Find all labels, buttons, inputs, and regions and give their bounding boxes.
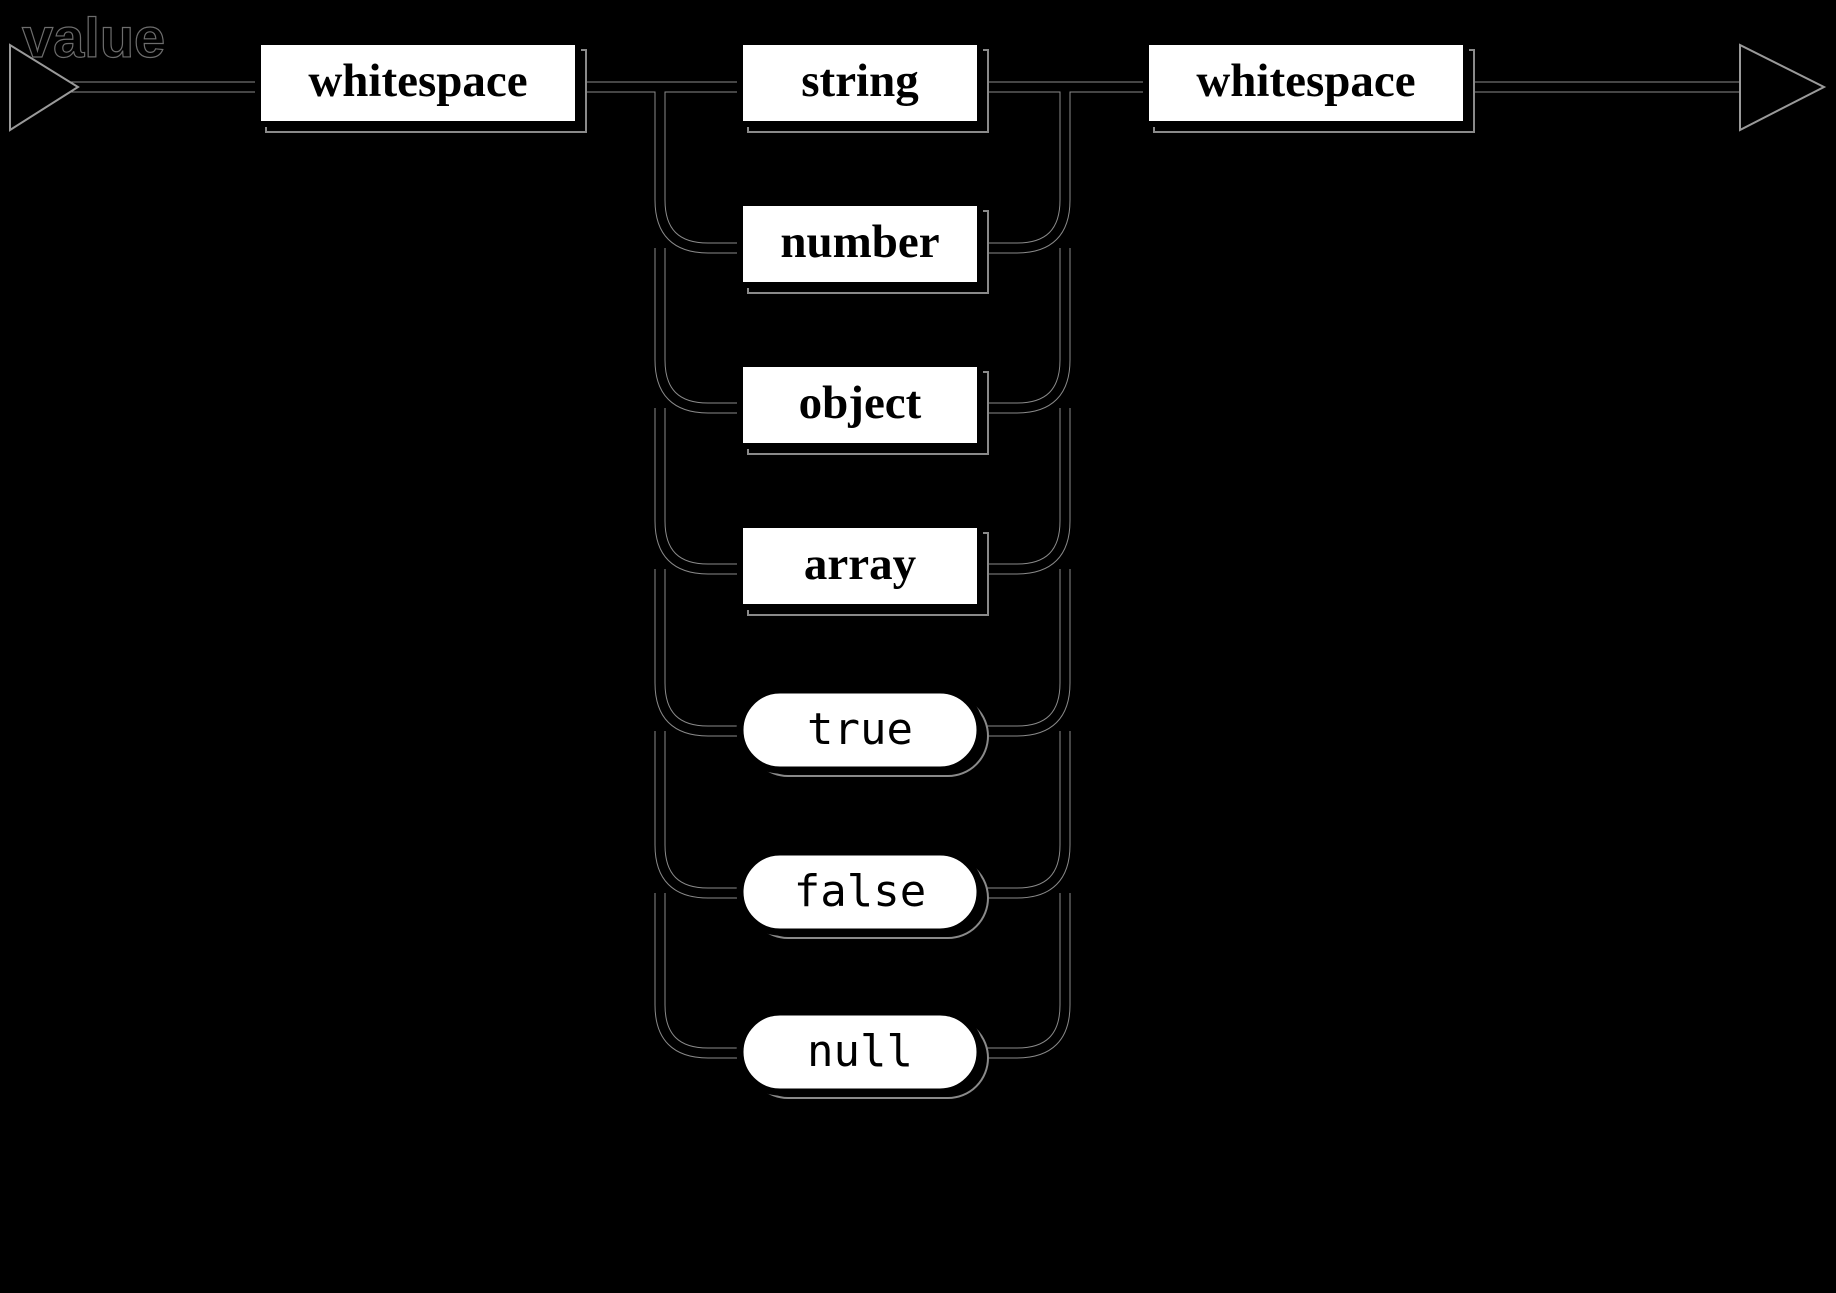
rail-layer	[22, 81, 1790, 1059]
end-arrow-icon	[1739, 43, 1827, 132]
node-label: true	[807, 704, 913, 755]
node-label: number	[780, 216, 939, 268]
node-label: whitespace	[308, 55, 527, 107]
diagram-title: value	[22, 6, 165, 69]
node-null[interactable]: null	[736, 1008, 989, 1099]
node-object[interactable]: object	[737, 361, 989, 455]
node-false[interactable]: false	[736, 848, 989, 939]
node-label: false	[794, 866, 926, 917]
node-label: array	[804, 538, 917, 590]
node-string[interactable]: string	[737, 39, 989, 133]
start-triangle-icon	[9, 43, 80, 132]
node-number[interactable]: number	[737, 200, 989, 294]
node-whitespace-right[interactable]: whitespace	[1143, 39, 1475, 133]
node-label: whitespace	[1196, 55, 1415, 107]
node-array[interactable]: array	[737, 522, 989, 616]
node-true[interactable]: true	[736, 686, 989, 777]
node-whitespace-left[interactable]: whitespace	[255, 39, 587, 133]
node-label: object	[799, 377, 922, 429]
node-label: null	[807, 1026, 913, 1077]
node-label: string	[801, 55, 919, 107]
